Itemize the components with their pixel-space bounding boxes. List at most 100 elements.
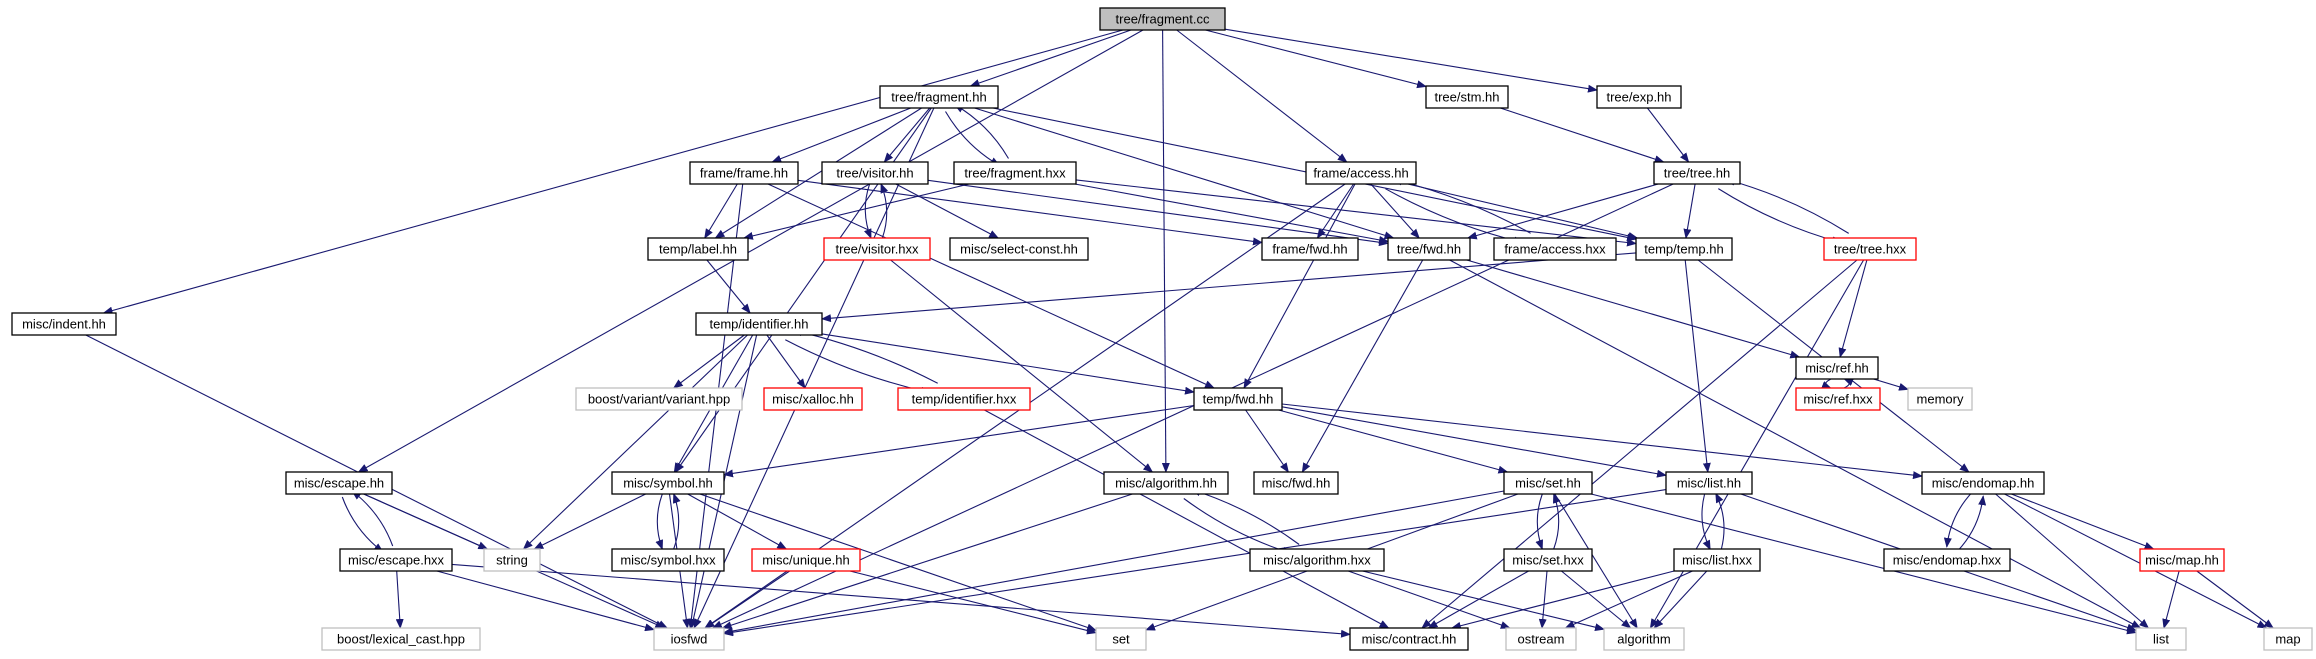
edge-misc_escape_hxx-to-boost_lexical_cast [395,570,404,629]
node-label: temp/identifier.hh [709,317,808,332]
edge-misc_list_hh-to-misc_list_hxx [1701,494,1711,551]
edge-misc_set_hh-to-list [1591,493,2137,635]
node-label: misc/endomap.hxx [1893,553,2002,568]
edge-tree_fwd_hh-to-misc_fwd_hh [1301,259,1424,473]
node-label: misc/escape.hh [294,476,384,491]
node-box [2135,627,2187,651]
edge-misc_set_hh-to-misc_set_hxx [1535,493,1543,550]
node-misc-symbol-hxx[interactable]: misc/symbol.hxx [611,548,725,572]
node-label: misc/set.hh [1515,476,1581,491]
node-misc-list-hh[interactable]: misc/list.hh [1665,471,1753,495]
node-misc-algorithm-hxx[interactable]: misc/algorithm.hxx [1249,548,1385,572]
node-temp-label-hh[interactable]: temp/label.hh [647,237,749,261]
node-misc-escape-hh[interactable]: misc/escape.hh [285,471,393,495]
node-tree-tree-hxx[interactable]: tree/tree.hxx [1823,237,1917,261]
edge-tree_visitor_hh-to-misc_select_const_hh [895,183,1000,239]
node-misc-escape-hxx[interactable]: misc/escape.hxx [339,548,453,572]
edge-misc_ref_hh-to-memory [1873,378,1909,391]
node-boost-lexical-cast[interactable]: boost/lexical_cast.hpp [321,627,481,651]
node-misc-select-const-hh[interactable]: misc/select-const.hh [949,237,1089,261]
node-misc-list-hxx[interactable]: misc/list.hxx [1673,548,1761,572]
node-tree-exp-hh[interactable]: tree/exp.hh [1596,85,1682,109]
node-temp-identifier-hxx[interactable]: temp/identifier.hxx [897,387,1031,411]
node-iosfwd[interactable]: iosfwd [653,627,725,651]
node-label: string [496,553,528,568]
node-box [1505,627,1577,651]
edge-misc_algorithm_hxx-to-ostream [1348,570,1511,629]
node-frame-fwd-hh[interactable]: frame/fwd.hh [1261,237,1359,261]
edge-misc_endomap_hh-to-misc_endomap_hxx [1943,491,1973,548]
node-misc-endomap-hxx[interactable]: misc/endomap.hxx [1883,548,2011,572]
node-misc-algorithm-hh[interactable]: misc/algorithm.hh [1103,471,1229,495]
node-misc-contract-hh[interactable]: misc/contract.hh [1349,627,1469,651]
node-box [1921,471,2045,495]
node-label: set [1112,632,1130,647]
node-algorithm[interactable]: algorithm [1603,627,1685,651]
node-label: temp/identifier.hxx [912,392,1017,407]
edge-tree_fwd_hh-to-list [1449,259,2142,629]
node-misc-set-hh[interactable]: misc/set.hh [1503,471,1593,495]
edge-frame_frame_hh-to-temp_fwd_hh [767,183,1215,389]
edge-temp_identifier_hh-to-boost_variant [672,334,745,389]
node-misc-xalloc-hh[interactable]: misc/xalloc.hh [763,387,863,411]
node-temp-fwd-hh[interactable]: temp/fwd.hh [1193,387,1283,411]
node-label: tree/exp.hh [1606,90,1671,105]
node-label: tree/fragment.hh [891,90,986,105]
node-tree-fragment-hh[interactable]: tree/fragment.hh [879,85,999,109]
node-misc-indent-hh[interactable]: misc/indent.hh [11,312,117,336]
node-label: misc/list.hh [1677,476,1741,491]
node-tree-visitor-hh[interactable]: tree/visitor.hh [821,161,929,185]
node-label: memory [1917,392,1964,407]
node-ostream[interactable]: ostream [1505,627,1577,651]
node-memory[interactable]: memory [1907,387,1973,411]
node-misc-symbol-hh[interactable]: misc/symbol.hh [611,471,725,495]
node-box [647,237,749,261]
node-misc-endomap-hh[interactable]: misc/endomap.hh [1921,471,2045,495]
node-tree-fwd-hh[interactable]: tree/fwd.hh [1387,237,1471,261]
edge-tree_tree_hh-to-tree_fwd_hh [1466,183,1659,240]
edge-frame_access_hh-to-temp_fwd_hh [1243,183,1356,389]
node-string[interactable]: string [483,548,541,572]
node-frame-frame-hh[interactable]: frame/frame.hh [689,161,799,185]
edge-frame_access_hh-to-frame_fwd_hh [1316,183,1355,239]
node-map[interactable]: map [2263,627,2313,651]
node-tree-tree-hh[interactable]: tree/tree.hh [1653,161,1741,185]
node-root[interactable]: tree/fragment.cc [1099,7,1226,31]
node-misc-ref-hxx[interactable]: misc/ref.hxx [1795,387,1881,411]
edge-root-to-tree_fragment_hh [969,29,1132,87]
node-box [2263,627,2313,651]
node-misc-ref-hh[interactable]: misc/ref.hh [1795,356,1879,380]
node-boost-variant[interactable]: boost/variant/variant.hpp [575,387,743,411]
edge-misc_set_hxx-to-algorithm [1561,570,1632,629]
file-nodes: tree/fragment.cc tree/fragment.hh tree/stm… [11,7,2313,651]
node-box [751,548,861,572]
edge-temp_identifier_hh-to-misc_xalloc_hh [766,334,806,389]
edge-tree_fragment_hxx-to-temp_label_hh [742,183,970,240]
edge-misc_list_hxx-to-misc_list_hh [1715,492,1725,549]
node-tree-stm-hh[interactable]: tree/stm.hh [1425,85,1509,109]
node-box [483,548,541,572]
node-temp-identifier-hh[interactable]: temp/identifier.hh [695,312,823,336]
edge-misc_endomap_hxx-to-misc_endomap_hh [1957,495,1987,552]
node-tree-fragment-hxx[interactable]: tree/fragment.hxx [953,161,1077,185]
node-box [823,237,931,261]
node-label: tree/visitor.hh [836,166,913,181]
node-list[interactable]: list [2135,627,2187,651]
node-misc-set-hxx[interactable]: misc/set.hxx [1503,548,1593,572]
node-set[interactable]: set [1095,627,1147,651]
node-tree-visitor-hxx[interactable]: tree/visitor.hxx [823,237,931,261]
node-temp-temp-hh[interactable]: temp/temp.hh [1635,237,1733,261]
node-misc-unique-hh[interactable]: misc/unique.hh [751,548,861,572]
node-box [949,237,1089,261]
node-misc-map-hh[interactable]: misc/map.hh [2139,548,2225,572]
node-label: misc/select-const.hh [960,242,1078,257]
node-label: tree/visitor.hxx [835,242,919,257]
node-frame-access-hxx[interactable]: frame/access.hxx [1493,237,1617,261]
node-box [339,548,453,572]
edge-misc_escape_hxx-to-misc_escape_hh [351,490,394,547]
node-label: misc/indent.hh [22,317,106,332]
node-frame-access-hh[interactable]: frame/access.hh [1305,161,1417,185]
edge-root-to-tree_exp_hh [1224,28,1598,93]
node-label: iosfwd [671,632,708,647]
node-misc-fwd-hh[interactable]: misc/fwd.hh [1253,471,1339,495]
